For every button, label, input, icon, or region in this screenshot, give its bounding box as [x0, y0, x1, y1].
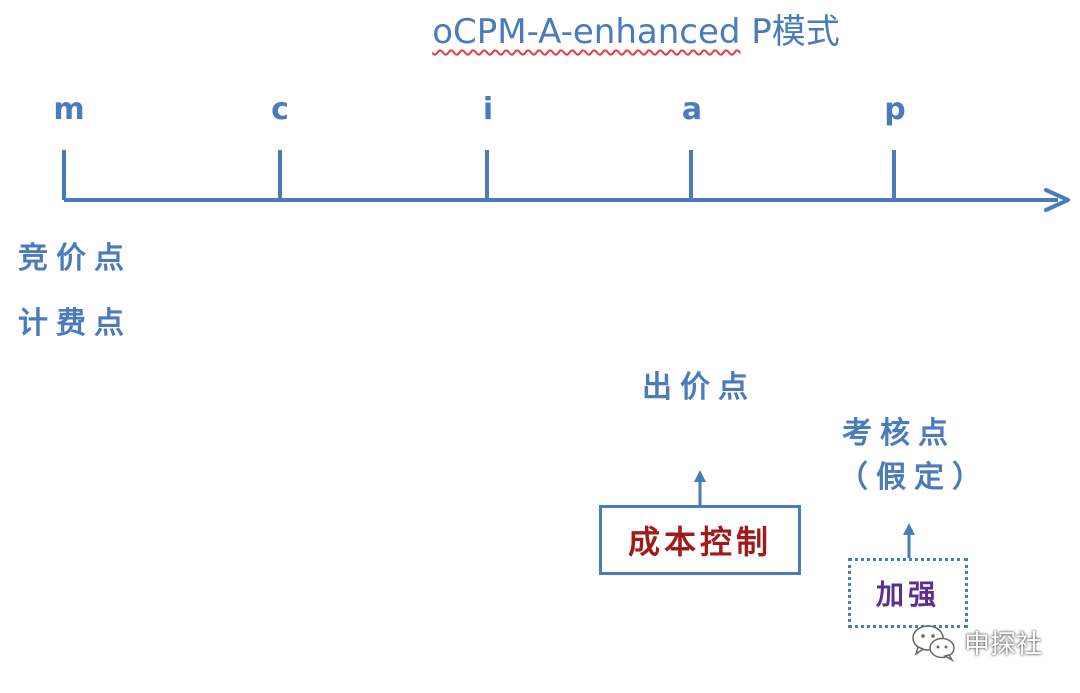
- label-bidding-point: 竞价点: [18, 241, 132, 276]
- arrowhead-enhance: [903, 523, 915, 535]
- axis-label-p: p: [884, 92, 906, 127]
- label-bid-point: 出价点: [642, 370, 756, 405]
- enhance-box: 加强: [848, 558, 968, 628]
- axis-label-m: m: [53, 92, 85, 127]
- label-assessment-note: （假定）: [838, 460, 990, 495]
- axis-label-a: a: [681, 92, 703, 127]
- diagram-title: oCPM-A-enhanced P模式: [0, 4, 1080, 53]
- watermark-text: 申探社: [964, 629, 1043, 660]
- axis-label-i: i: [482, 92, 494, 127]
- label-billing-point: 计费点: [18, 306, 132, 341]
- wechat-icon: [912, 625, 955, 662]
- enhance-label: 加强: [875, 578, 940, 611]
- watermark: 申探社: [910, 622, 1042, 662]
- label-assessment-point: 考核点: [842, 416, 956, 451]
- title-rest: P模式: [740, 12, 840, 52]
- timeline-arrowhead: [1044, 188, 1070, 212]
- axis-label-c: c: [271, 92, 289, 127]
- cost-control-label: 成本控制: [627, 523, 772, 561]
- cost-control-box: 成本控制: [599, 505, 801, 575]
- arrowhead-cost-control: [694, 470, 706, 482]
- title-spellcheck-underlined: oCPM-A-enhanced: [432, 12, 741, 52]
